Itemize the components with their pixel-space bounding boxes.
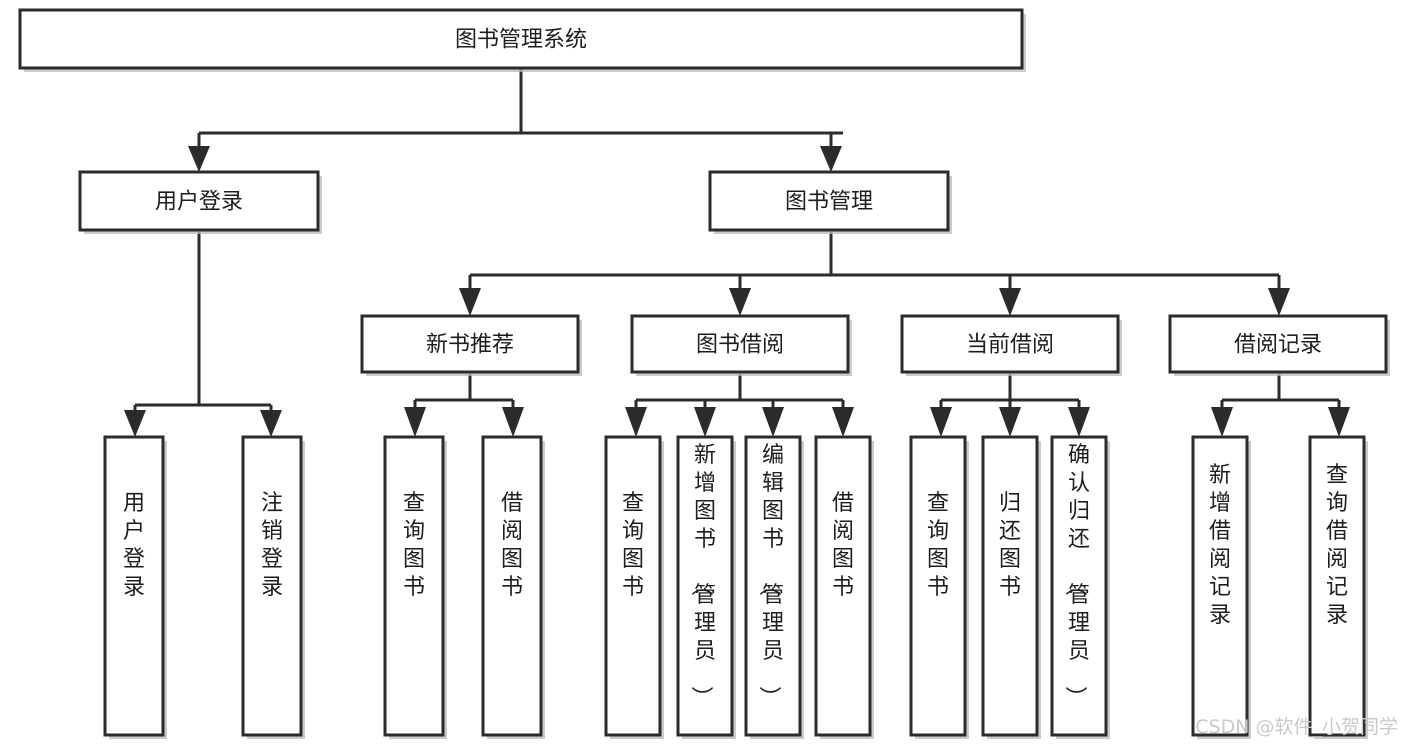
leaf-current-borrow-query[interactable]: 查询图书: [909, 435, 969, 739]
leaf-current-borrow-confirm[interactable]: 确认归还（管理员）: [1050, 435, 1110, 739]
node-user-login[interactable]: 用户登录: [78, 170, 322, 234]
leaf-book-borrow-query[interactable]: 查询图书: [604, 435, 664, 739]
leaf-borrow-record-add-label: 新增借阅记录: [1209, 463, 1231, 628]
leaf-new-book-query[interactable]: 查询图书: [383, 435, 447, 739]
leaf-user-login-logout[interactable]: 注销登录: [241, 435, 305, 739]
node-new-book-recommend[interactable]: 新书推荐: [360, 314, 582, 376]
leaf-current-borrow-query-label: 查询图书: [927, 491, 949, 600]
leaf-new-book-borrow-label: 借阅图书: [501, 491, 523, 600]
leaf-user-login-logout-label: 注销登录: [261, 491, 283, 600]
node-root-system[interactable]: 图书管理系统: [18, 8, 1026, 72]
node-new-book-recommend-label: 新书推荐: [426, 333, 514, 358]
node-borrow-record[interactable]: 借阅记录: [1168, 314, 1390, 376]
leaf-new-book-query-label: 查询图书: [403, 491, 425, 600]
leaf-book-borrow-query-label: 查询图书: [622, 491, 644, 600]
node-book-borrow[interactable]: 图书借阅: [630, 314, 852, 376]
node-book-management-label: 图书管理: [785, 190, 873, 215]
leaf-user-login-login-label: 用户登录: [123, 491, 145, 600]
leaf-current-borrow-confirm-label: 确认归还（管理员）: [1062, 443, 1090, 708]
leaf-borrow-record-query[interactable]: 查询借阅记录: [1308, 435, 1368, 739]
leaf-book-borrow-edit-label: 编辑图书（管理员）: [756, 443, 784, 708]
node-user-login-label: 用户登录: [155, 190, 243, 215]
leaf-borrow-record-add[interactable]: 新增借阅记录: [1191, 435, 1251, 739]
leaf-book-borrow-edit[interactable]: 编辑图书（管理员）: [744, 435, 804, 739]
leaf-book-borrow-add-label: 新增图书（管理员）: [688, 443, 716, 708]
node-root-system-label: 图书管理系统: [455, 28, 587, 53]
leaf-book-borrow-borrow-label: 借阅图书: [832, 491, 854, 600]
leaf-book-borrow-add[interactable]: 新增图书（管理员）: [676, 435, 736, 739]
node-borrow-record-label: 借阅记录: [1234, 333, 1322, 358]
leaf-current-borrow-return[interactable]: 归还图书: [981, 435, 1041, 739]
leaf-new-book-borrow[interactable]: 借阅图书: [481, 435, 545, 739]
node-current-borrow[interactable]: 当前借阅: [900, 314, 1122, 376]
leaf-user-login-login[interactable]: 用户登录: [103, 435, 167, 739]
leaf-current-borrow-return-label: 归还图书: [999, 491, 1021, 600]
node-current-borrow-label: 当前借阅: [966, 333, 1054, 358]
leaf-book-borrow-borrow[interactable]: 借阅图书: [814, 435, 874, 739]
watermark-label: CSDN @软件_小贺同学: [1195, 716, 1398, 738]
leaf-borrow-record-query-label: 查询借阅记录: [1326, 463, 1348, 628]
node-book-borrow-label: 图书借阅: [696, 333, 784, 358]
arrow-heads: [124, 146, 1350, 437]
node-book-management[interactable]: 图书管理: [708, 170, 952, 234]
